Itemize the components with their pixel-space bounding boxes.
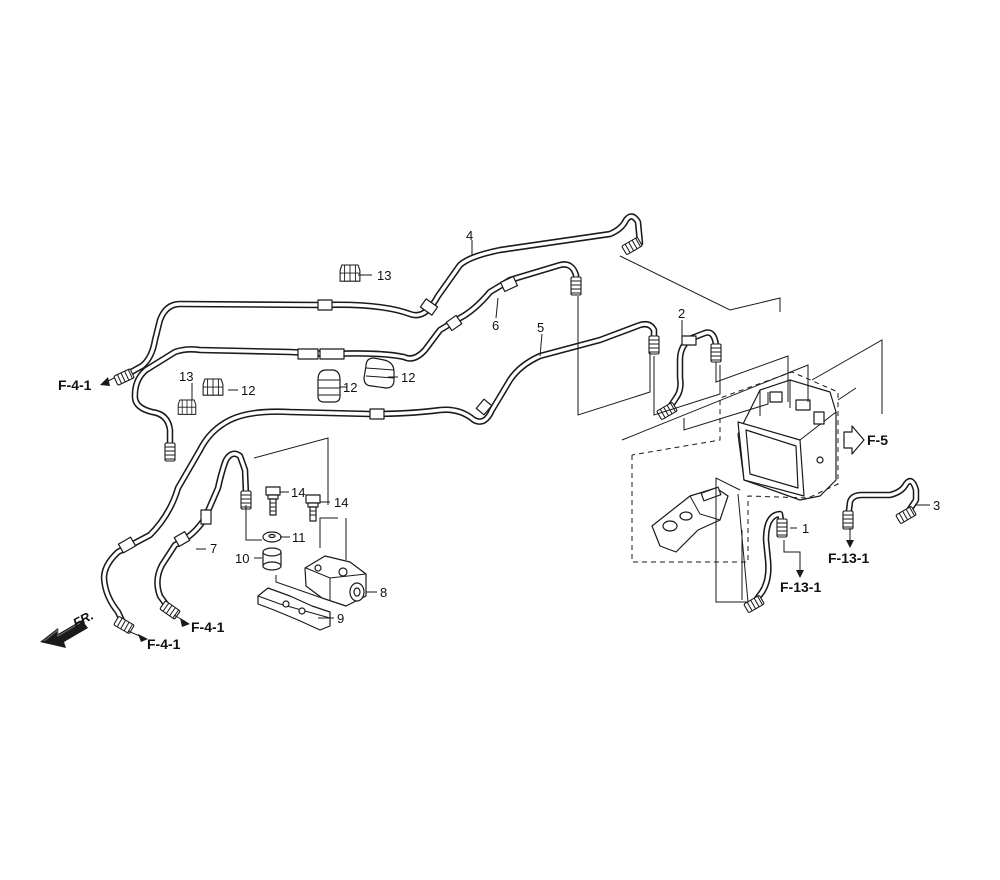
callout-14-right: 14 <box>334 495 348 510</box>
callout-12-right: 12 <box>401 370 415 385</box>
brake-pipe-6[interactable] <box>131 261 580 456</box>
callout-4: 4 <box>466 228 473 243</box>
grommet-10[interactable] <box>262 547 282 571</box>
brake-pipe-3[interactable] <box>844 477 920 522</box>
assembly-dashed-outline <box>631 371 839 563</box>
pipe-clamp-13-left[interactable] <box>177 399 197 415</box>
brake-pipe-5[interactable] <box>100 320 658 629</box>
callout-3: 3 <box>933 498 940 513</box>
callout-2: 2 <box>678 306 685 321</box>
front-direction-arrow-icon <box>40 620 88 648</box>
pipe-clamp-12-left[interactable] <box>202 378 224 396</box>
ref-f-13-1-left[interactable]: F-13-1 <box>780 579 821 595</box>
brake-pipe-4[interactable] <box>120 213 644 380</box>
brake-pipe-7[interactable] <box>154 450 250 614</box>
brake-pipe-2[interactable] <box>664 329 720 414</box>
bolt-14-right[interactable] <box>305 494 321 522</box>
callout-12-left: 12 <box>241 383 255 398</box>
ref-f-4-1-mid[interactable]: F-4-1 <box>191 619 225 635</box>
abs-mount-bracket[interactable] <box>651 486 729 553</box>
callout-10: 10 <box>235 551 249 566</box>
callout-14-left: 14 <box>291 485 305 500</box>
callout-6: 6 <box>492 318 499 333</box>
washer-11[interactable] <box>262 531 282 543</box>
ref-f-4-1-upper[interactable]: F-4-1 <box>58 377 92 393</box>
abs-modulator-unit[interactable] <box>737 379 837 501</box>
callout-8: 8 <box>380 585 387 600</box>
pipe-clamp-12-middle[interactable] <box>317 369 341 403</box>
pipe-clamp-12-right[interactable] <box>363 357 395 389</box>
ref-f-13-1-right[interactable]: F-13-1 <box>828 550 869 566</box>
leader-lines <box>103 240 930 638</box>
ref-f-4-1-lower[interactable]: F-4-1 <box>147 636 181 652</box>
callout-12-middle: 12 <box>343 380 357 395</box>
callout-7: 7 <box>210 541 217 556</box>
ref-f-5[interactable]: F-5 <box>867 432 888 448</box>
callout-1: 1 <box>802 521 809 536</box>
callout-9: 9 <box>337 611 344 626</box>
reference-arrows <box>100 377 854 642</box>
brake-pipe-1[interactable] <box>750 510 786 607</box>
callout-5: 5 <box>537 320 544 335</box>
f5-direction-arrow <box>843 425 865 455</box>
callout-13-left: 13 <box>179 369 193 384</box>
bolt-14-left[interactable] <box>265 486 281 516</box>
callout-11: 11 <box>292 530 306 545</box>
bracket-9[interactable] <box>257 587 331 631</box>
pipe-clamp-13-top[interactable] <box>339 264 361 282</box>
three-way-joint-8[interactable] <box>304 555 367 607</box>
callout-13-top: 13 <box>377 268 391 283</box>
